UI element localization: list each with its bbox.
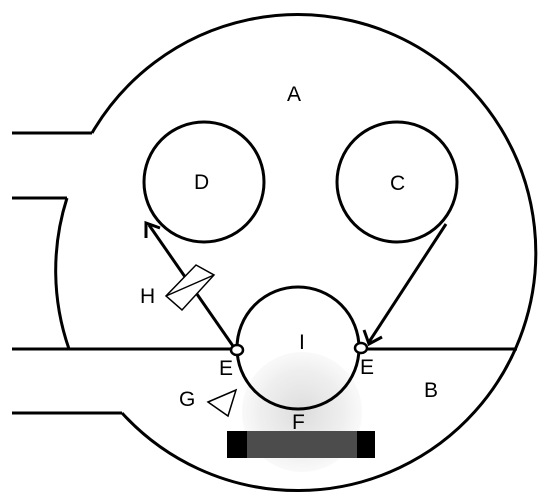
triangle-icon <box>206 388 238 418</box>
label-f: F <box>292 411 305 434</box>
label-b: B <box>424 379 438 402</box>
label-a: A <box>287 83 301 106</box>
web-arrowhead-right <box>362 329 383 347</box>
roller-c <box>335 120 459 244</box>
web-arrowhead-left <box>144 220 161 238</box>
label-e-left: E <box>219 357 233 380</box>
roller-d <box>142 120 266 244</box>
guide-point-right <box>353 341 369 355</box>
valve-icon-crossbar <box>165 274 215 297</box>
web-line-right <box>367 223 448 343</box>
bottom-plate-glow-overlay <box>247 431 357 458</box>
valve-icon <box>164 264 216 312</box>
chamber-wall-left-segment <box>54 197 71 350</box>
label-c: C <box>390 172 405 195</box>
label-d: D <box>194 171 209 194</box>
label-h: H <box>140 285 155 308</box>
guide-point-left <box>229 343 245 357</box>
label-i: I <box>299 331 305 354</box>
chamber-wall <box>90 13 538 493</box>
label-e-right: E <box>360 356 374 379</box>
label-g: G <box>179 388 195 411</box>
